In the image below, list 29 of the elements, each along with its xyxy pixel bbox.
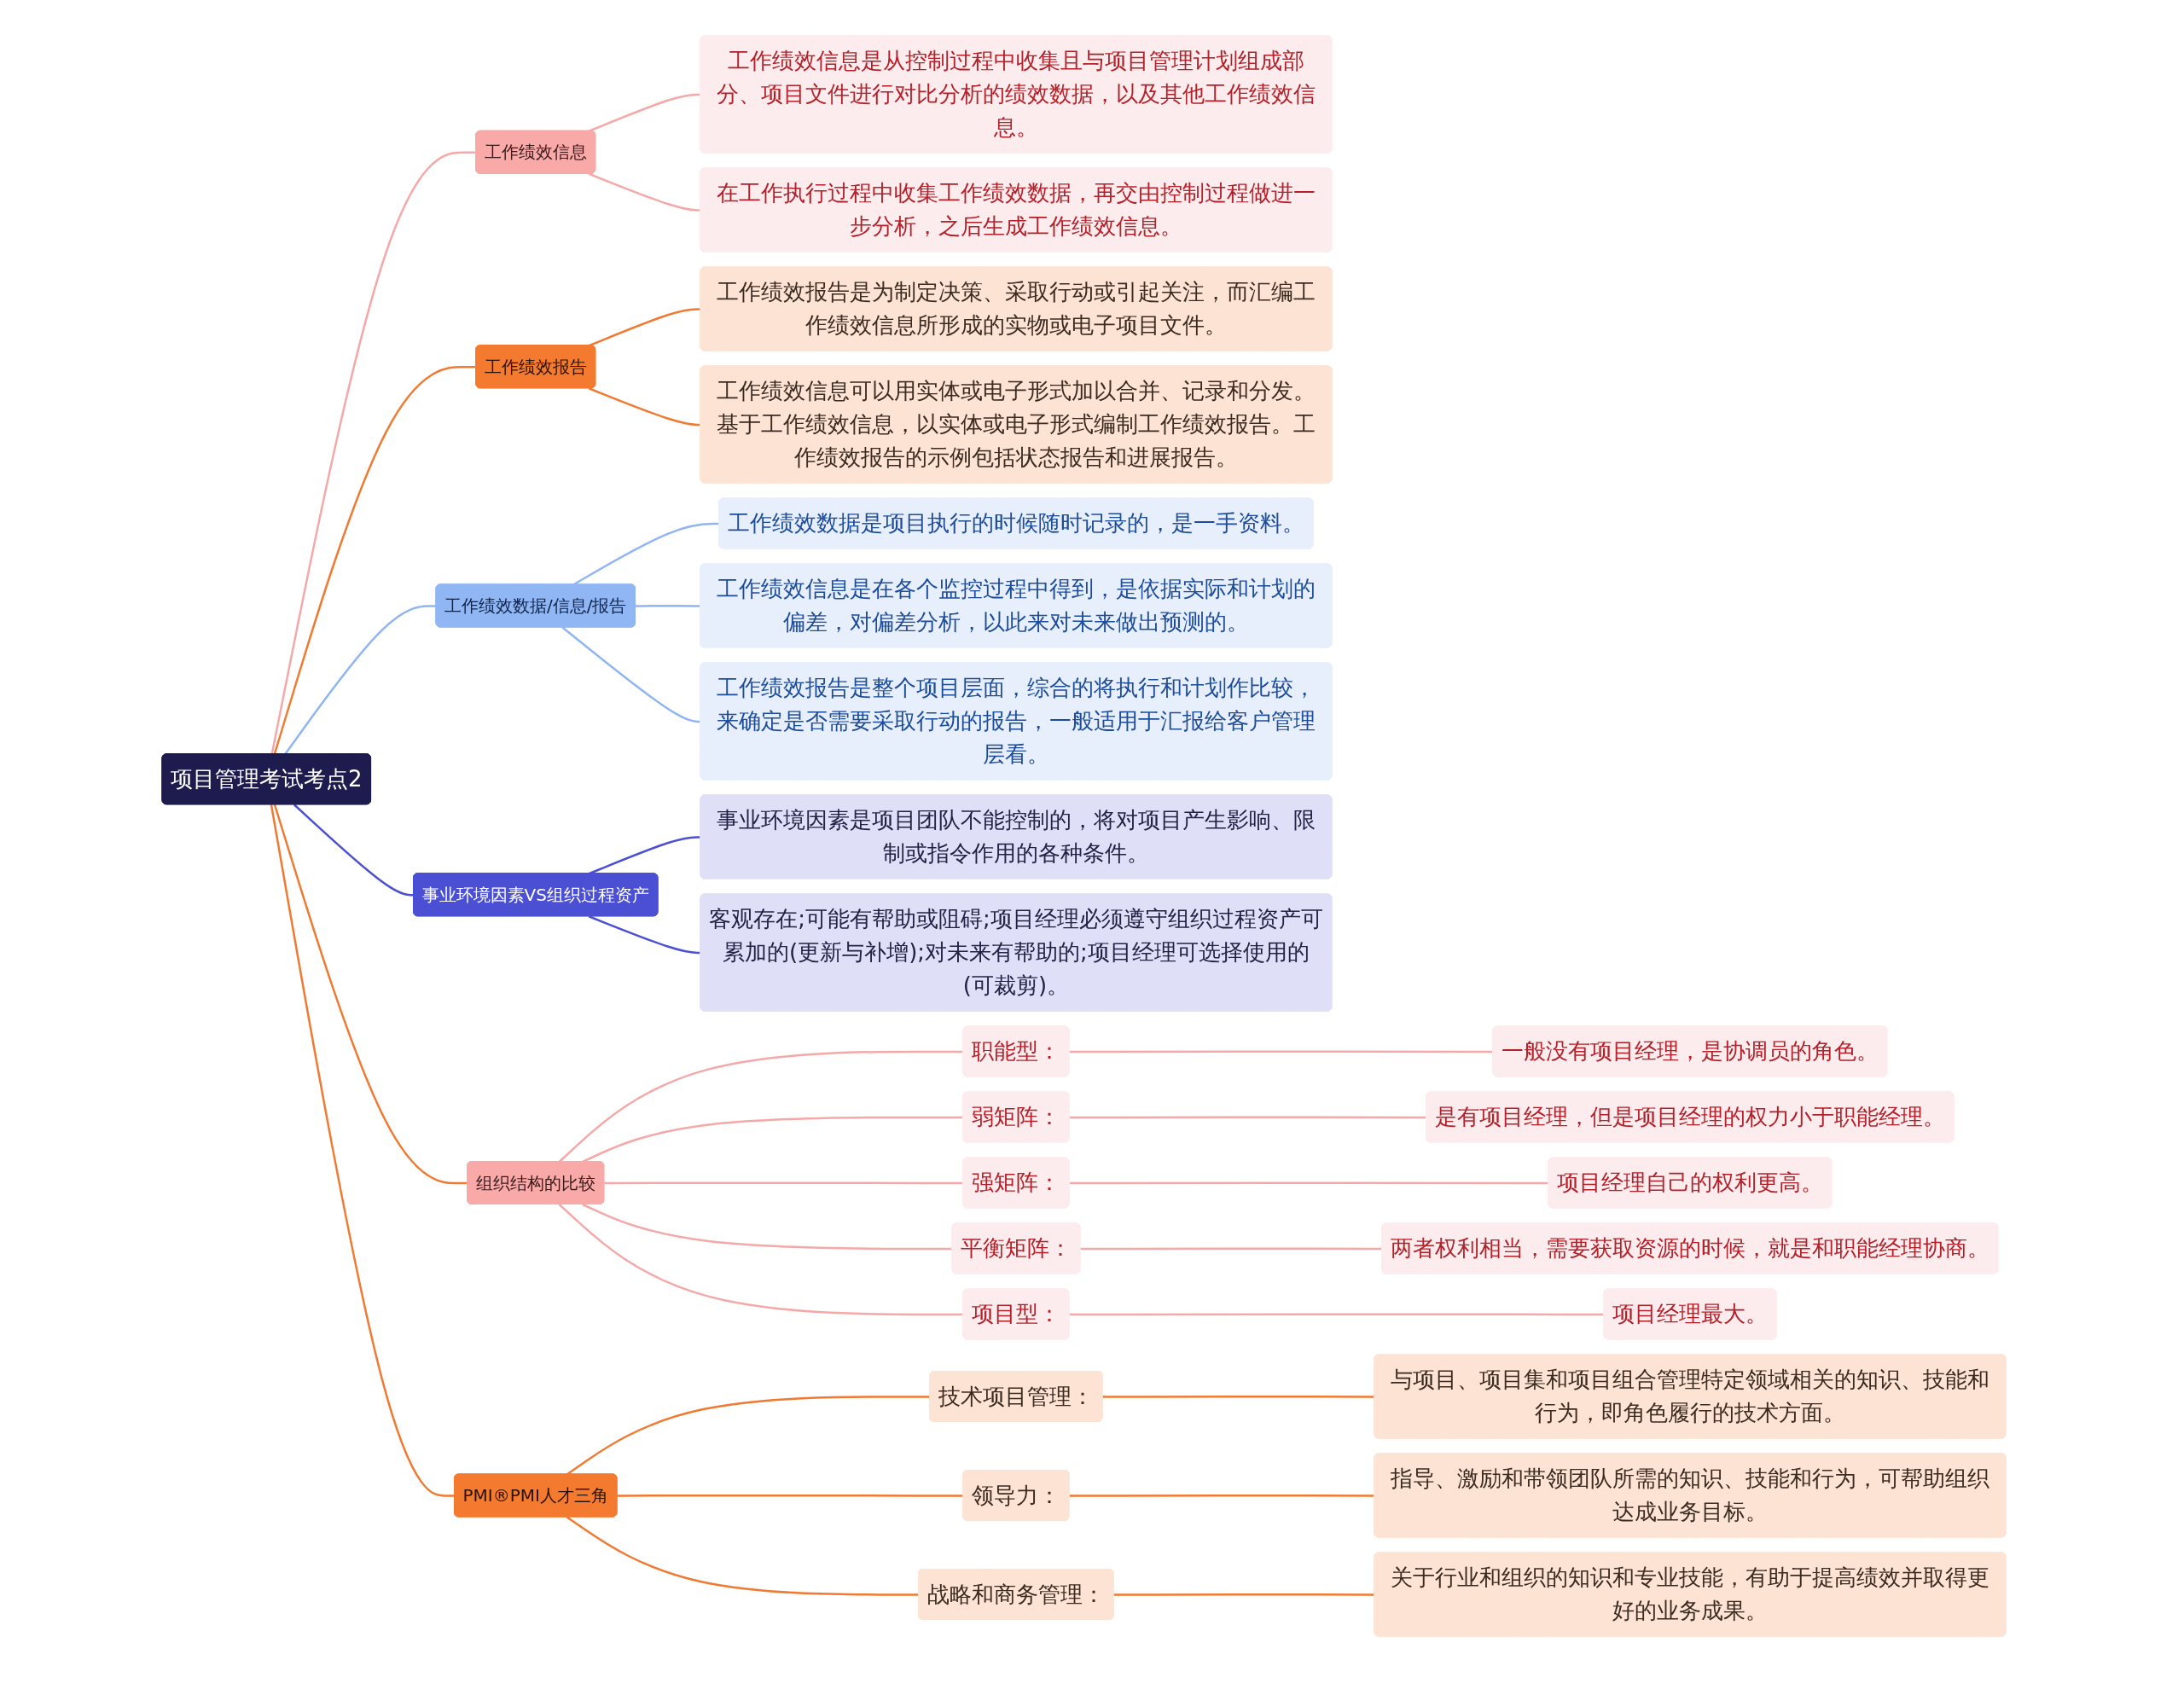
connector	[558, 1050, 963, 1163]
connector	[1068, 1050, 1493, 1053]
connector	[566, 1516, 919, 1596]
connector	[273, 804, 468, 1185]
connector	[635, 604, 700, 607]
connector	[558, 1204, 963, 1316]
connector	[1101, 1395, 1374, 1398]
connector	[273, 365, 476, 755]
connector	[588, 308, 700, 347]
connector	[588, 915, 700, 955]
connector	[1068, 1116, 1426, 1119]
connector	[270, 804, 455, 1497]
connector	[588, 93, 700, 132]
connector	[566, 1396, 930, 1476]
connector	[603, 1181, 963, 1185]
connector	[1068, 1494, 1374, 1497]
connector	[270, 151, 476, 755]
connector	[1068, 1181, 1548, 1185]
connector	[572, 522, 719, 586]
connector	[588, 172, 700, 212]
connector	[1068, 1313, 1604, 1316]
connector	[293, 804, 414, 897]
connector	[588, 387, 700, 427]
connector	[283, 605, 437, 755]
connector	[1079, 1247, 1382, 1251]
connector	[581, 1203, 952, 1251]
connector	[561, 626, 700, 723]
connector	[1112, 1593, 1374, 1596]
connector	[617, 1494, 963, 1497]
